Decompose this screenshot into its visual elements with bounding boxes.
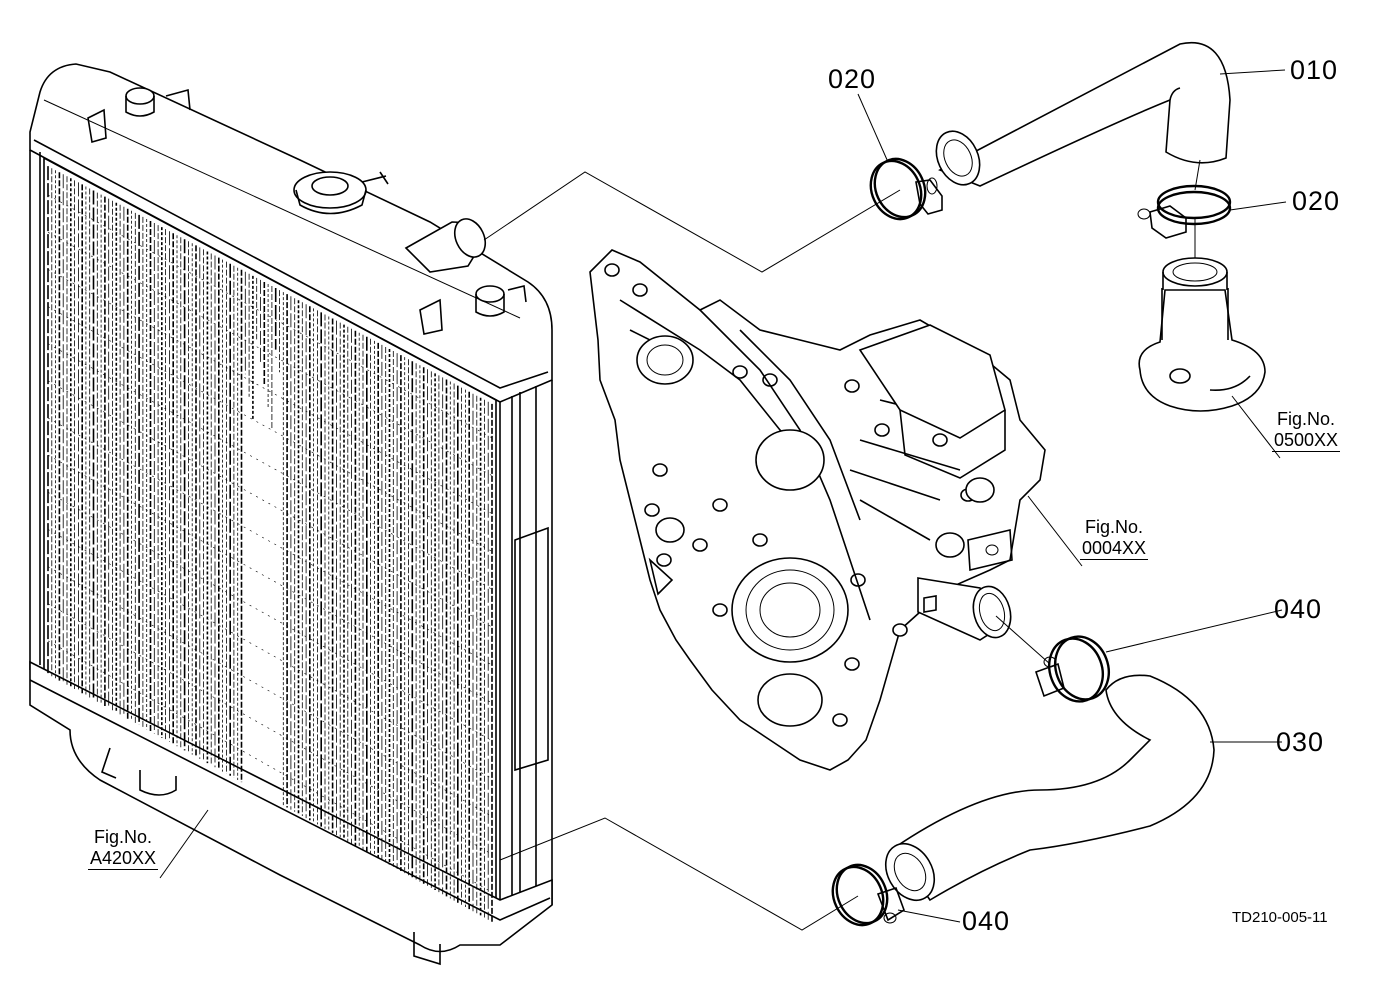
callout-020-top: 020: [828, 64, 877, 94]
callout-040-bottom: 040: [962, 906, 1011, 936]
radiator-assembly: [29, 63, 553, 966]
callout-040-right: 040: [1274, 594, 1323, 624]
clamp-020-upper: [869, 157, 943, 221]
clamp-040-upper: [1034, 635, 1110, 703]
clamp-020-lower: [1137, 184, 1232, 239]
drawing-code: TD210-005-11: [1232, 909, 1328, 926]
figref-thermostat: Fig.No. 0500XX: [1272, 409, 1341, 452]
leader-lines: [159, 69, 1287, 923]
figref-gear-case: Fig.No. 0004XX: [1080, 517, 1149, 560]
clamp-040-lower: [831, 863, 905, 927]
upper-hose-end: [935, 130, 981, 186]
thermostat-housing: [1138, 257, 1266, 412]
upper-hose-010: [935, 42, 1231, 187]
callout-020-right: 020: [1292, 186, 1341, 216]
assembly-lines: [483, 159, 1201, 931]
figref-gear-case-caption: Fig.No.: [1085, 517, 1144, 537]
callout-010: 010: [1290, 55, 1339, 85]
figref-thermostat-number: 0500XX: [1272, 430, 1341, 452]
lower-hose-030: [884, 674, 1215, 902]
radiator-core-fins: [47, 166, 493, 922]
gear-case: [589, 249, 1046, 771]
figref-gear-case-number: 0004XX: [1080, 538, 1149, 560]
figref-thermostat-caption: Fig.No.: [1277, 409, 1336, 429]
figref-radiator-number: A420XX: [88, 848, 159, 870]
figref-radiator: Fig.No. A420XX: [88, 827, 159, 870]
figref-radiator-caption: Fig.No.: [94, 827, 153, 847]
callout-030: 030: [1276, 727, 1325, 757]
